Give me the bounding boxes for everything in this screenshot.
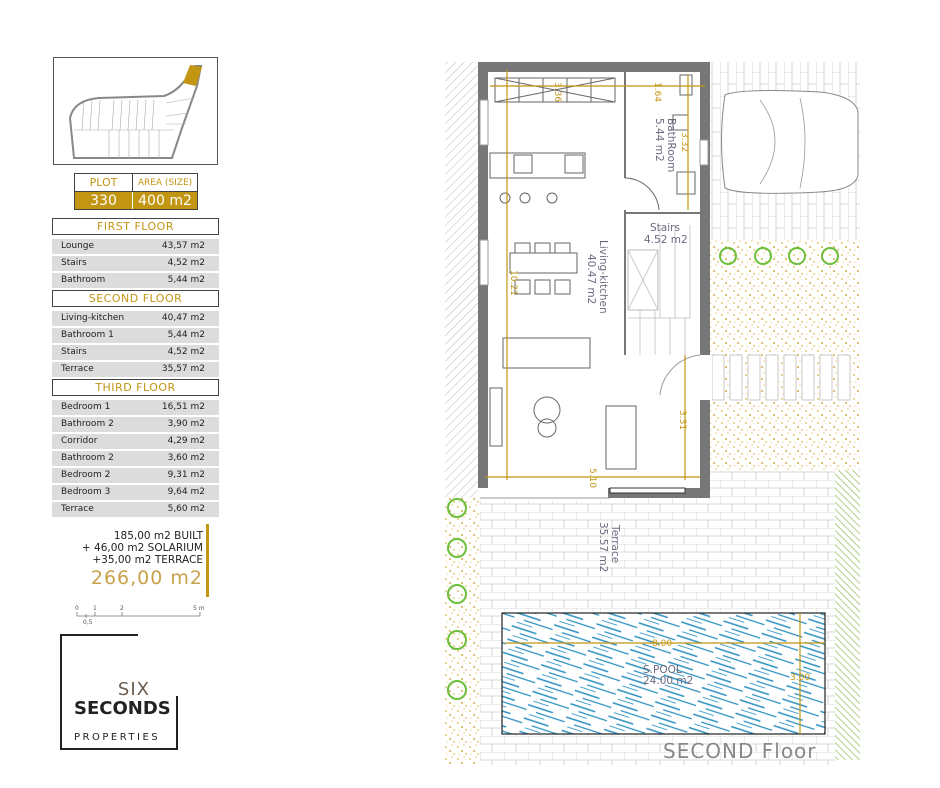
six-seconds-logo: SIX SECONDS PROPERTIES [60,634,178,750]
pool [501,612,826,735]
dim-width: 5.10 [587,468,597,488]
dim-pool-length: 8.00 [652,639,672,649]
lawn-strip [835,470,860,760]
svg-text:0,5: 0,5 [83,619,93,626]
dim-top: 3.36 [552,82,562,102]
svg-text:1: 1 [93,605,97,612]
terrace-name: Terrace [609,524,621,563]
built-total: 185,00 m2 BUILT [113,530,203,542]
dim-door: 3.31 [677,410,687,430]
floor-header: FIRST FLOOR [52,218,219,235]
floor-header: THIRD FLOOR [52,379,219,396]
area-label: AREA (SIZE) [133,174,197,192]
solarium-total: + 46,00 m2 SOLARIUM [81,542,203,554]
left-garden [445,498,480,765]
grand-total: 266,00 m2 [90,567,203,589]
living-name: Living-kitchen [597,240,609,314]
bathroom-area: 5.44 m2 [653,118,665,162]
dim-pool-width: 3.00 [790,673,810,683]
car-icon [721,90,859,194]
stairs-name: Stairs [650,222,680,234]
plot-table: PLOT AREA (SIZE) 330 400 m2 [74,173,198,210]
area-totals: 185,00 m2 BUILT + 46,00 m2 SOLARIUM +35,… [60,530,203,590]
plot-key-map [53,57,218,165]
living-area: 40.47 m2 [585,254,597,304]
terrace-area: 35.57 m2 [597,522,609,572]
svg-text:5 m: 5 m [193,605,205,612]
svg-text:0: 0 [75,605,79,612]
dim-length: 10.21 [508,270,518,296]
plot-label: PLOT [75,174,133,192]
plan-title: SECOND Floor [663,739,817,763]
svg-text:2: 2 [120,605,124,612]
dim-bath-height: 3.32 [679,132,689,152]
stairs-area: 4.52 m2 [644,234,688,246]
pool-name: S.POOL [643,664,682,676]
dimension-lines [485,70,825,734]
side-boundary [445,62,478,498]
shrubs [447,247,839,700]
plot-number: 330 [75,192,133,209]
terrace-total: +35,00 m2 TERRACE [92,554,203,566]
scale-bar: 0 0,5 1 2 5 m [75,605,205,626]
floor-header: SECOND FLOOR [52,290,219,307]
dim-bath-width: 1.64 [652,82,662,102]
gold-accent-bar [206,524,209,597]
stepping-stones [711,354,851,401]
area-value: 400 m2 [133,192,197,209]
bathroom-name: BathRoom [665,118,677,172]
pool-area: 24.00 m2 [643,675,693,687]
